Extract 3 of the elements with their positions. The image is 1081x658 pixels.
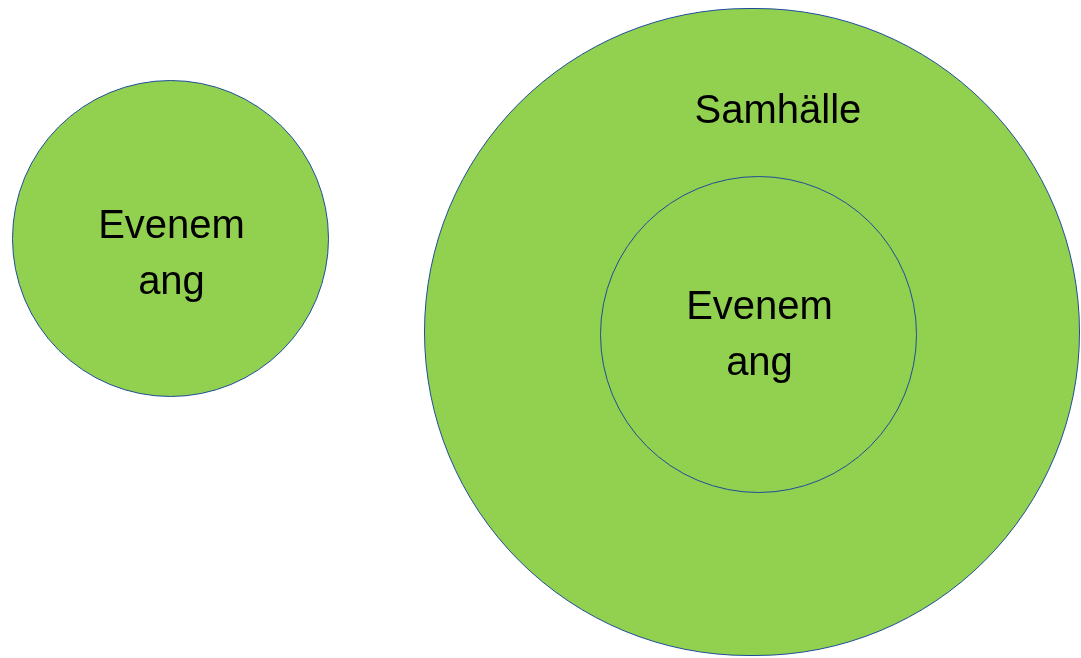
circle-label: Evenemang (685, 282, 834, 385)
circle-label: Evenemang (97, 201, 246, 304)
circle-label: Samhälle (693, 86, 863, 133)
